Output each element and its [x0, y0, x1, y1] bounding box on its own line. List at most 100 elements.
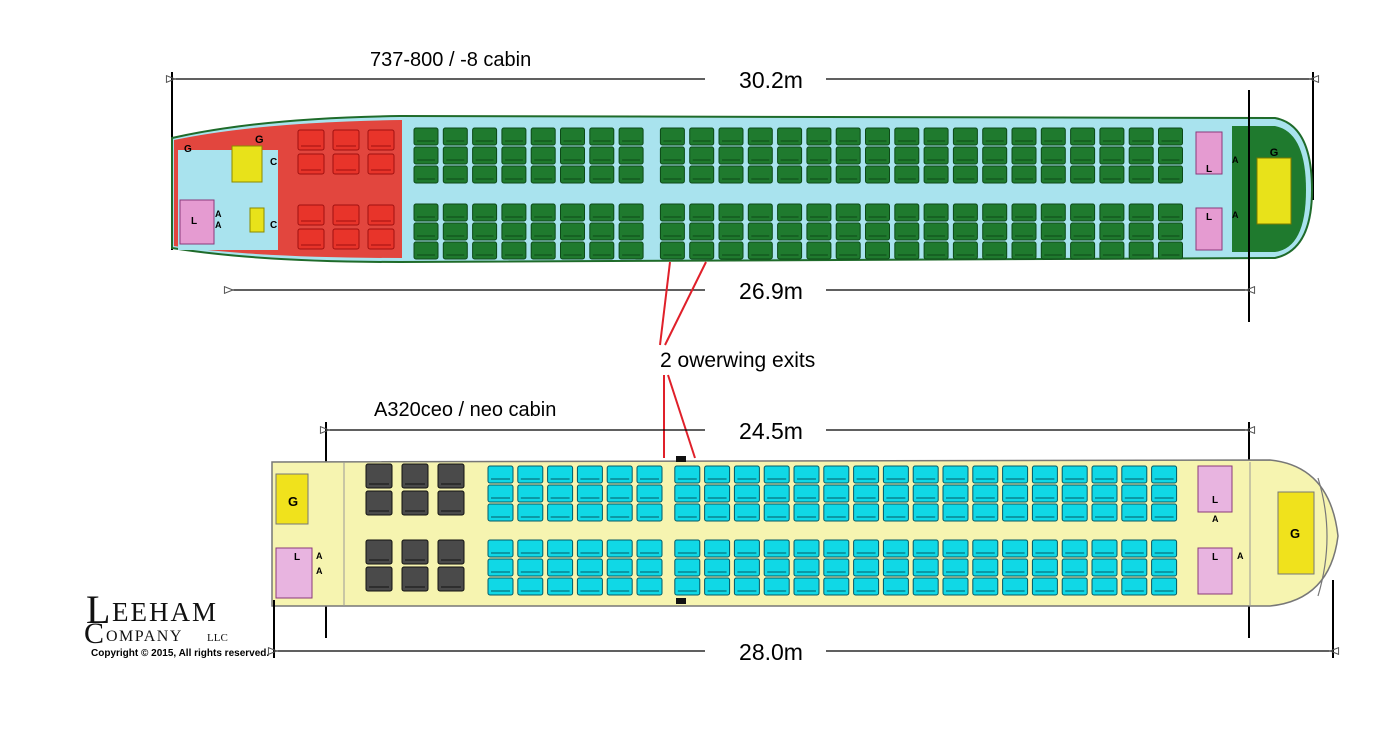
b737-economy-seat-top [689, 165, 715, 184]
b737-economy-seat-bottom [894, 241, 920, 260]
a320-business-seat-bottom [365, 539, 393, 565]
a320-economy-seat-top [606, 484, 633, 503]
b737-economy-seat-top [923, 165, 949, 184]
a320-economy-seat-top [487, 484, 514, 503]
a320-economy-seat-bottom [733, 558, 760, 577]
b737-economy-seat-bottom [1099, 222, 1125, 241]
b737-economy-seat-top [1099, 127, 1125, 146]
a320-aft-lav-label-left: L [1212, 495, 1218, 506]
a320-exit-marker-bottom [676, 598, 686, 604]
b737-economy-seat-bottom [923, 241, 949, 260]
b737-economy-seat-bottom [689, 203, 715, 222]
a320-economy-seat-top [674, 484, 701, 503]
b737-economy-seat-top [865, 146, 890, 165]
a320-economy-seat-top [763, 484, 790, 503]
b737-economy-seat-bottom [472, 203, 498, 222]
b737-economy-seat-top [501, 146, 527, 165]
b737-economy-seat-bottom [1128, 203, 1154, 222]
a320-economy-seat-top [882, 503, 909, 522]
b737-front-closet [249, 207, 265, 233]
a320-economy-seat-bottom [576, 539, 603, 558]
a320-economy-seat-top [972, 484, 999, 503]
b737-economy-seat-top [659, 146, 685, 165]
b737-economy-seat-bottom [982, 203, 1008, 222]
a320-business-seat-bottom [401, 566, 429, 592]
a320-economy-seat-top [793, 503, 820, 522]
a320-economy-seat-top [606, 503, 633, 522]
b737-economy-seat-top [560, 146, 585, 165]
exit-line-a320-2 [667, 374, 696, 459]
a320-economy-seat-bottom [547, 539, 574, 558]
a320-aft-lavatory-right [1197, 547, 1233, 595]
b737-business-seat-top [332, 153, 360, 175]
b737-economy-seat-bottom [1011, 241, 1037, 260]
b737-economy-seat-top [1040, 146, 1066, 165]
a320-economy-seat-top [547, 503, 574, 522]
b737-economy-seat-bottom [1128, 241, 1154, 260]
a320-business-seat-top [365, 490, 393, 516]
a320-economy-seat-top [636, 503, 663, 522]
b737-economy-seat-bottom [835, 222, 861, 241]
a320-economy-seat-top [912, 484, 939, 503]
a320-economy-seat-top [1151, 465, 1178, 484]
b737-economy-seat-bottom [659, 241, 685, 260]
b737-economy-seat-bottom [806, 241, 832, 260]
a320-economy-seat-top [1002, 503, 1029, 522]
a320-economy-seat-bottom [1151, 558, 1178, 577]
b737-economy-seat-bottom [1040, 222, 1066, 241]
b737-economy-seat-bottom [589, 203, 615, 222]
b737-economy-seat-top [894, 165, 920, 184]
b737-business-seat-top [297, 129, 325, 151]
b737-economy-seat-bottom [777, 222, 803, 241]
a320-economy-seat-top [547, 484, 574, 503]
b737-economy-seat-top [1070, 127, 1096, 146]
b737-economy-seat-bottom [865, 241, 890, 260]
b737-aft-attendant-label-1: A [1232, 155, 1239, 165]
a320-economy-seat-top [942, 503, 969, 522]
a320-economy-seat-bottom [853, 539, 880, 558]
b737-aft-lav-label-right: L [1206, 212, 1212, 223]
b737-economy-seat-top [1040, 127, 1066, 146]
a320-aft-galley-label: G [1290, 526, 1300, 541]
b737-economy-seat-bottom [1158, 222, 1183, 241]
b737-economy-seat-top [894, 127, 920, 146]
a320-economy-seat-bottom [972, 539, 999, 558]
b737-economy-seat-top [413, 127, 439, 146]
exit-line-b737-2 [664, 261, 707, 346]
a320-economy-seat-bottom [733, 577, 760, 596]
b737-economy-seat-bottom [413, 203, 439, 222]
b737-economy-seat-top [530, 146, 556, 165]
b737-title: 737-800 / -8 cabin [370, 49, 531, 71]
logo-suffix: LLC [207, 632, 228, 644]
a320-economy-seat-top [487, 503, 514, 522]
b737-economy-seat-bottom [982, 241, 1008, 260]
a320-economy-seat-top [882, 484, 909, 503]
b737-economy-seat-top [806, 165, 832, 184]
a320-economy-seat-bottom [912, 539, 939, 558]
a320-economy-seat-bottom [882, 577, 909, 596]
b737-economy-seat-top [1011, 146, 1037, 165]
a320-economy-seat-bottom [763, 558, 790, 577]
a320-economy-seat-bottom [1061, 539, 1088, 558]
a320-business-seat-bottom [365, 566, 393, 592]
b737-economy-seat-bottom [865, 222, 890, 241]
b737-economy-seat-top [1158, 127, 1183, 146]
a320-economy-seat-bottom [704, 577, 731, 596]
a320-economy-seat-bottom [823, 539, 850, 558]
b737-economy-seat-top [589, 127, 615, 146]
a320-front-attendant-label-2: A [316, 566, 323, 576]
a320-economy-seat-bottom [763, 577, 790, 596]
a320-economy-seat-top [704, 484, 731, 503]
b737-economy-seat-bottom [952, 241, 978, 260]
b737-economy-seat-top [501, 127, 527, 146]
b737-economy-seat-bottom [835, 241, 861, 260]
b737-economy-seat-top [835, 165, 861, 184]
a320-economy-seat-bottom [793, 558, 820, 577]
a320-economy-seat-top [763, 465, 790, 484]
b737-economy-seat-top [1128, 146, 1154, 165]
a320-economy-seat-bottom [487, 539, 514, 558]
b737-economy-seat-bottom [747, 241, 773, 260]
logo-line1: EEHAM [112, 597, 218, 627]
b737-economy-seat-bottom [560, 222, 585, 241]
